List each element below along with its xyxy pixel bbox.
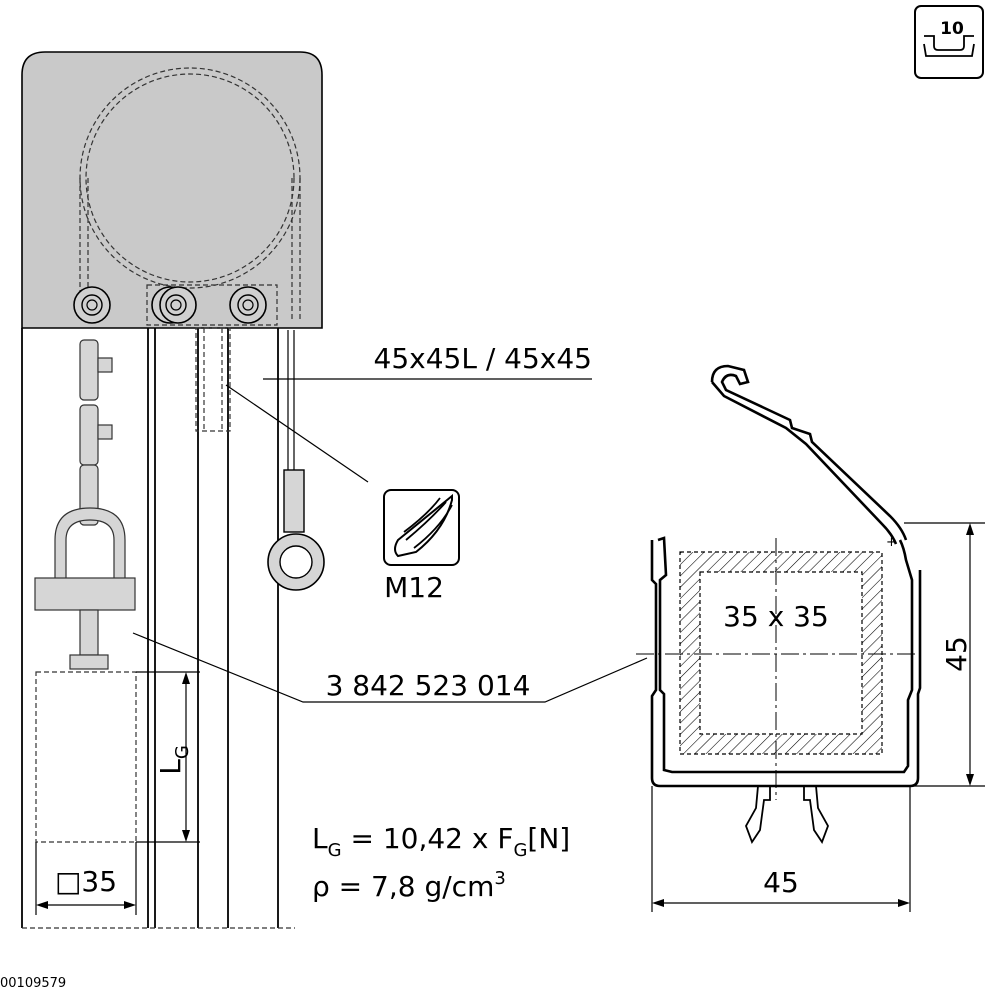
dim-height-45 xyxy=(904,522,985,787)
dim-width-label: 45 xyxy=(763,866,799,899)
slot-size-10-icon: 10 xyxy=(914,5,984,79)
counterweight-chain xyxy=(34,339,136,670)
length-formula: LG = 10,42 x FG[N] xyxy=(312,822,570,861)
dim-length-lg xyxy=(136,671,200,843)
wire-rope xyxy=(267,330,325,591)
density-formula: ρ = 7,8 g/cm3 xyxy=(312,868,506,903)
cover-profile: + xyxy=(710,364,908,550)
profile-label: 45x45L / 45x45 xyxy=(374,342,593,375)
drill-bit-icon xyxy=(383,489,460,566)
svg-text:+: + xyxy=(886,535,897,550)
square-size-label: □35 xyxy=(55,865,117,898)
weight-section-hatched xyxy=(679,551,883,755)
drill-thread-label: M12 xyxy=(384,571,444,604)
svg-text:LG: LG xyxy=(154,745,193,775)
svg-text:45: 45 xyxy=(940,636,973,672)
drawing-id: 00109579 xyxy=(0,976,66,991)
length-symbol: LG xyxy=(154,745,193,775)
center-lines xyxy=(636,538,918,800)
dim-height-label: 45 xyxy=(940,636,973,672)
svg-text:10: 10 xyxy=(940,19,964,39)
counterweight xyxy=(35,671,137,843)
dim-square-35 xyxy=(35,842,137,915)
housing-bolts xyxy=(73,286,267,324)
housing-block xyxy=(21,51,323,329)
channel-profile xyxy=(650,536,922,844)
leader-lines xyxy=(132,378,648,703)
dim-width-45 xyxy=(651,786,911,912)
part-number: 3 842 523 014 xyxy=(326,669,531,702)
threaded-insert xyxy=(195,327,231,432)
profile-rails xyxy=(21,328,295,929)
